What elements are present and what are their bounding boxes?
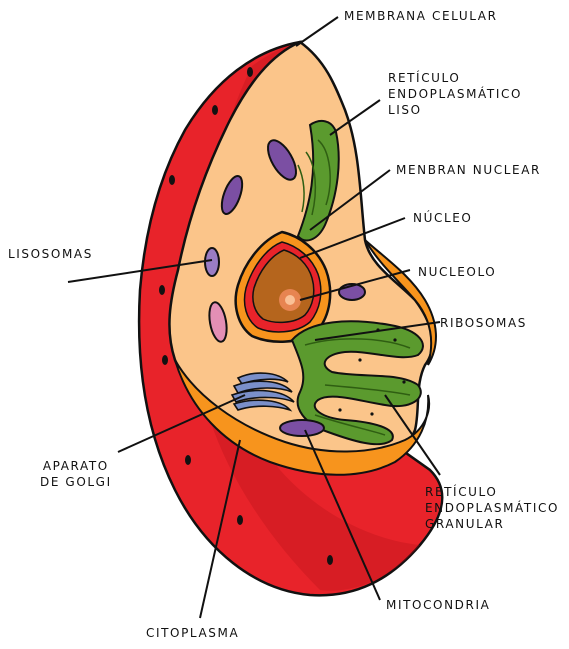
label-aparato-golgi: APARATO DE GOLGI: [40, 458, 112, 490]
label-nucleo: NÚCLEO: [413, 210, 472, 226]
label-ribosomas: RIBOSOMAS: [440, 315, 527, 331]
label-membrana-celular: MEMBRANA CELULAR: [344, 8, 498, 24]
label-lisosomas: LISOSOMAS: [8, 246, 93, 262]
label-membran-nuclear: MENBRAN NUCLEAR: [396, 162, 541, 178]
label-mitocondria: MITOCONDRIA: [386, 597, 490, 613]
label-reticulo-granular: RETÍCULO ENDOPLASMÁTICO GRANULAR: [425, 484, 559, 532]
label-citoplasma: CITOPLASMA: [146, 625, 239, 641]
label-reticulo-liso: RETÍCULO ENDOPLASMÁTICO LISO: [388, 70, 522, 118]
label-nucleolo: NUCLEOLO: [418, 264, 496, 280]
